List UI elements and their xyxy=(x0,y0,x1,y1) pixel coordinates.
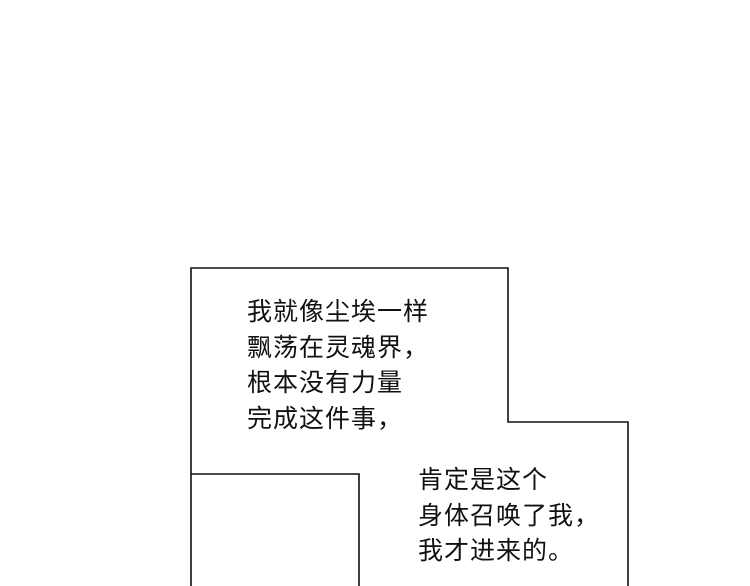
caption-line: 飘荡在灵魂界， xyxy=(247,332,430,362)
caption-line: 我才进来的。 xyxy=(418,536,575,565)
caption-line: 完成这件事， xyxy=(247,403,404,433)
caption-line: 肯定是这个 xyxy=(418,465,549,494)
caption-line: 根本没有力量 xyxy=(247,368,404,397)
caption-text-upper: 我就像尘埃一样 飘荡在灵魂界， 根本没有力量 完成这件事， xyxy=(247,294,429,436)
caption-line: 身体召唤了我， xyxy=(418,500,601,530)
caption-text-lower: 肯定是这个 身体召唤了我， 我才进来的。 xyxy=(418,462,600,569)
caption-box-outline xyxy=(190,267,629,586)
caption-line: 我就像尘埃一样 xyxy=(247,297,430,326)
